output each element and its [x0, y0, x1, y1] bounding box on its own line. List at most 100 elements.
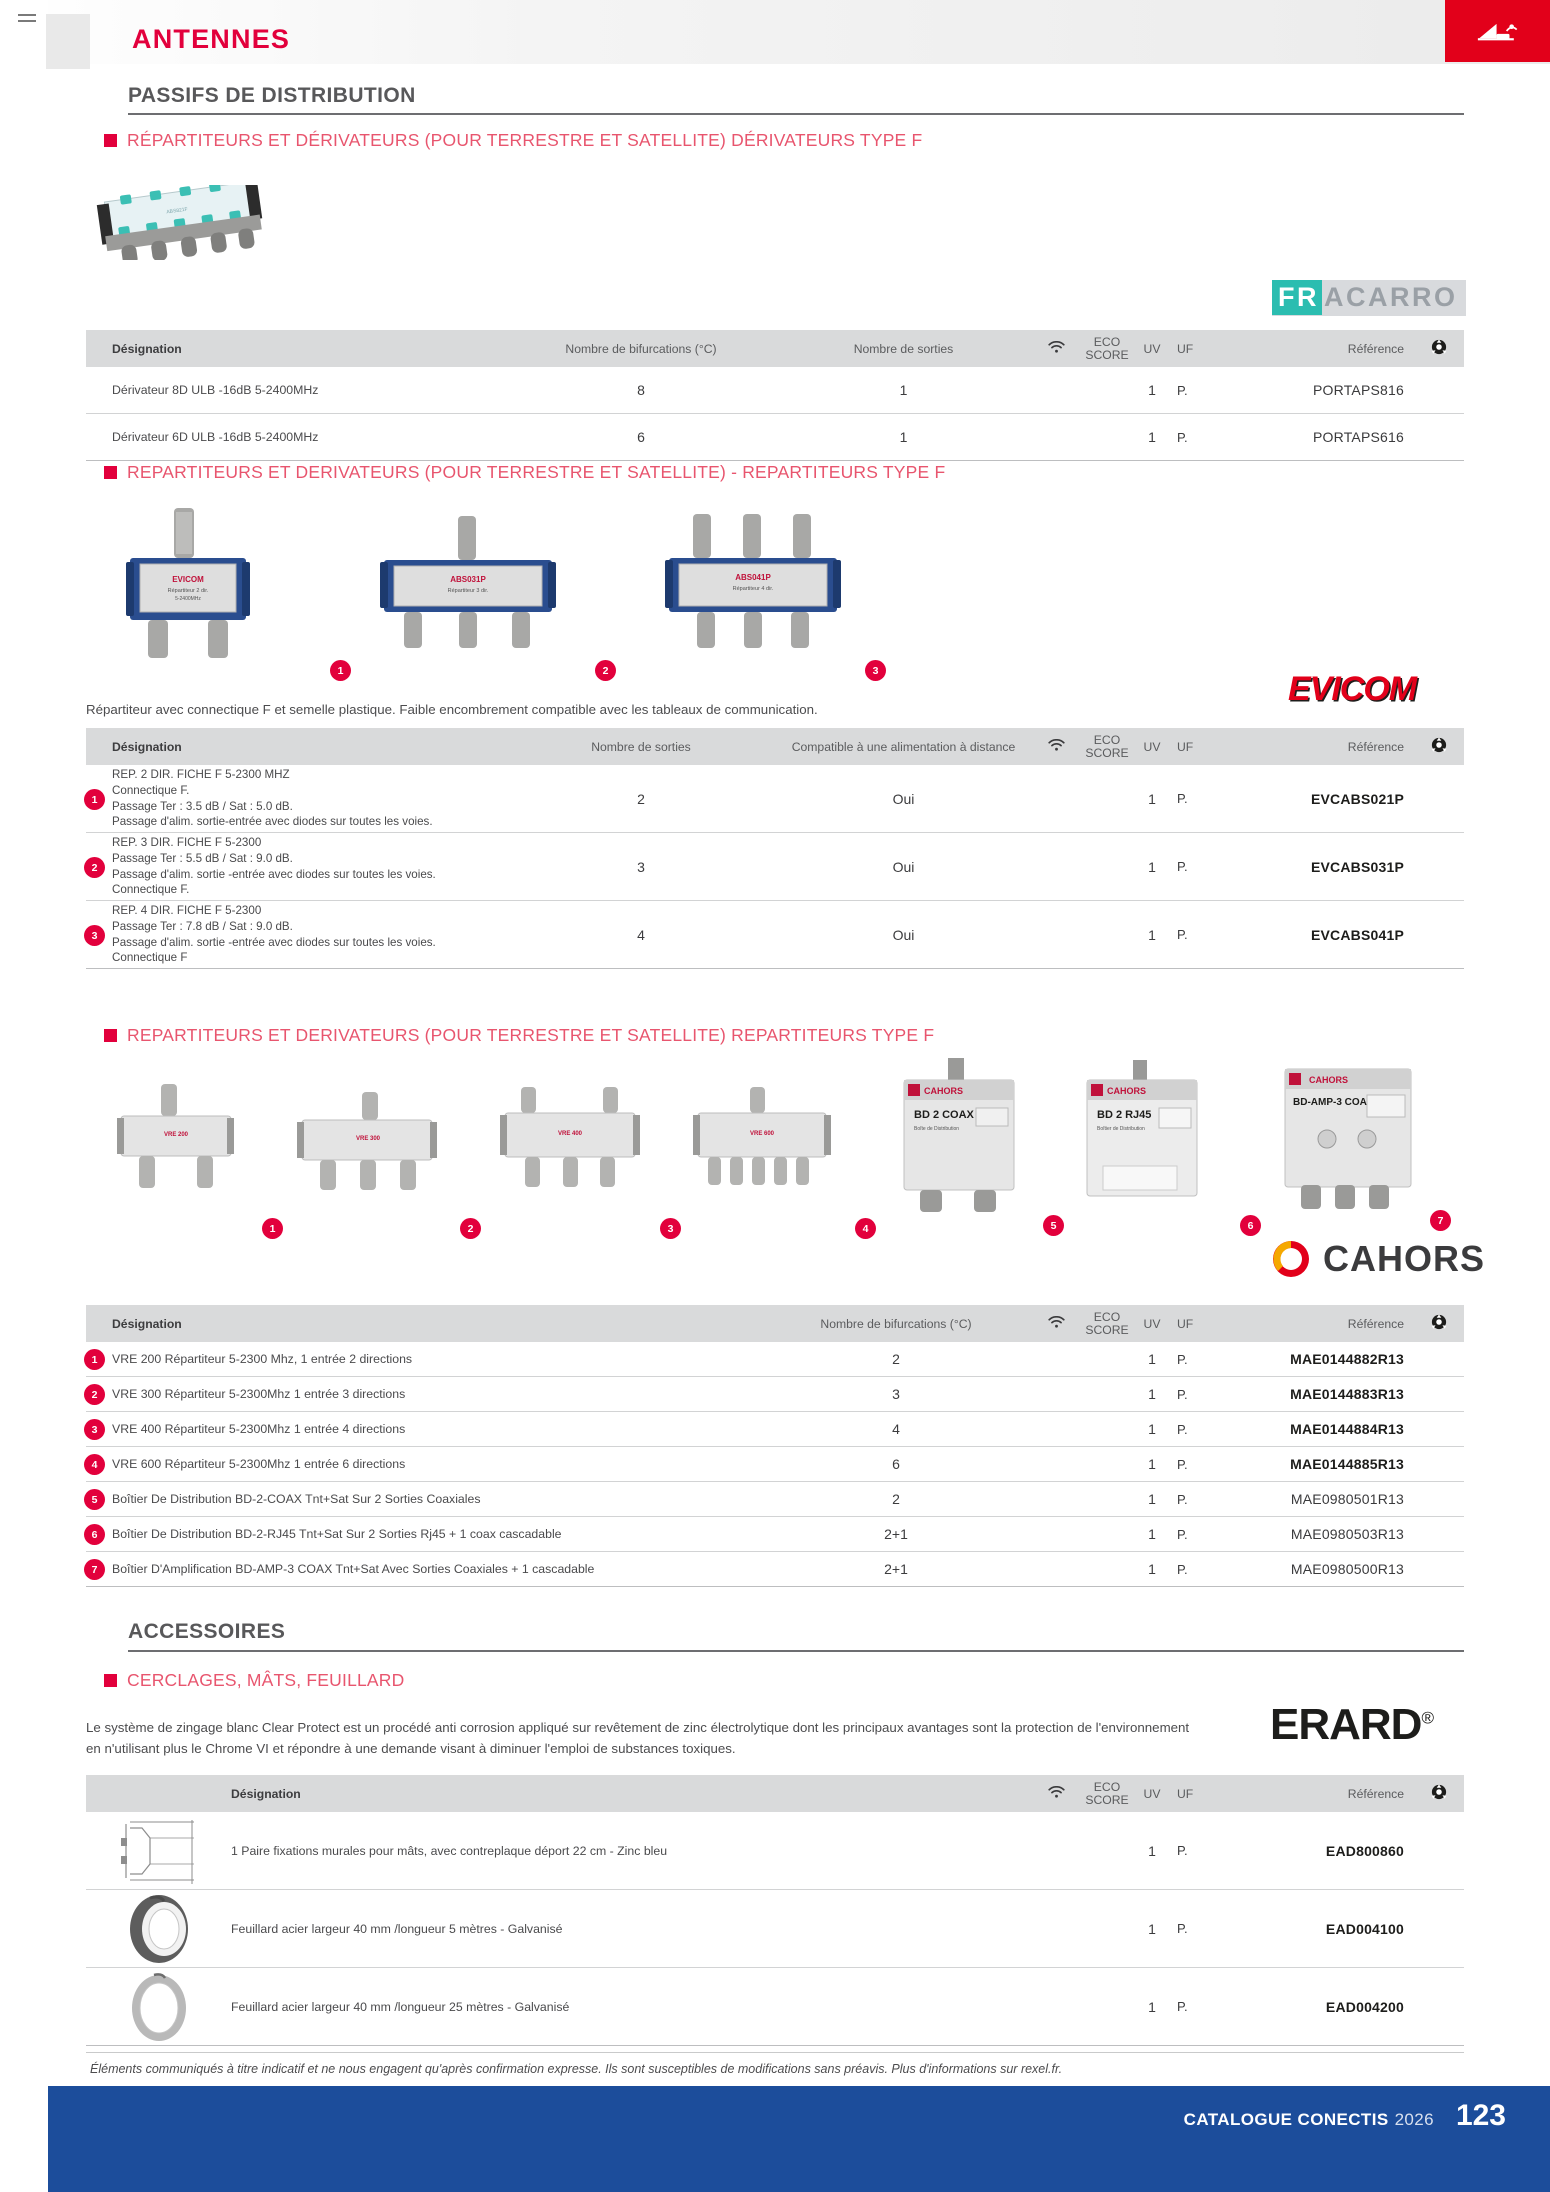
cell-reference[interactable]: MAE0980503R13 [1290, 1526, 1404, 1542]
cell-reference[interactable]: EAD004100 [1325, 1920, 1404, 1937]
menu-icon[interactable] [18, 14, 36, 28]
table-row[interactable]: Dérivateur 8D ULB -16dB 5-2400MHz 8 1 1 … [86, 367, 1464, 414]
bullet-square-icon [104, 466, 117, 479]
svg-text:BD 2 RJ45: BD 2 RJ45 [1097, 1109, 1151, 1121]
col-alim-distance: Compatible à une alimentation à distance [791, 739, 1016, 754]
accessories-intro-line2: en n'utilisant plus le Chrome VI et répo… [86, 1741, 736, 1756]
table-row[interactable]: 3 REP. 4 DIR. FICHE F 5-2300 Passage Ter… [84, 901, 1464, 969]
cell-reference[interactable]: PORTAPS616 [1313, 429, 1404, 445]
cell-reference[interactable]: MAE0144882R13 [1290, 1351, 1404, 1367]
cell-reference[interactable]: PORTAPS816 [1313, 382, 1404, 398]
col-reference: Référence [1347, 1786, 1404, 1801]
col-designation: Désignation [112, 739, 182, 754]
table-row[interactable]: 6 Boîtier De Distribution BD-2-RJ45 Tnt+… [84, 1517, 1464, 1552]
brand-logo-evicom: EVICOM [1288, 670, 1417, 708]
cell-reference[interactable]: MAE0980501R13 [1290, 1491, 1404, 1507]
cell-alim: Oui [892, 790, 915, 807]
recycling-icon [1431, 737, 1447, 753]
cell-reference[interactable]: MAE0144885R13 [1290, 1456, 1404, 1472]
wifi-icon [1047, 738, 1065, 751]
cell-reference[interactable]: EVCABS021P [1310, 790, 1404, 807]
cell-reference[interactable]: MAE0144883R13 [1290, 1386, 1404, 1402]
image-label-2: 2 [595, 660, 616, 681]
cell-designation: REP. 3 DIR. FICHE F 5-2300 Passage Ter :… [86, 835, 506, 898]
cell-thumbnail [86, 1970, 231, 2044]
cell-designation: Dérivateur 6D ULB -16dB 5-2400MHz [112, 430, 319, 444]
table-row[interactable]: 1 VRE 200 Répartiteur 5-2300 Mhz, 1 entr… [84, 1342, 1464, 1377]
section-title: PASSIFS DE DISTRIBUTION [128, 84, 416, 107]
table-header-row: Désignation Nombre de sorties Compatible… [86, 728, 1464, 765]
cell-designation: Feuillard acier largeur 40 mm /longueur … [231, 1921, 563, 1936]
table-row[interactable]: 3 VRE 400 Répartiteur 5-2300Mhz 1 entrée… [84, 1412, 1464, 1447]
antenna-icon [1477, 23, 1517, 41]
cell-reference[interactable]: EVCABS041P [1310, 926, 1404, 943]
table-row[interactable]: Feuillard acier largeur 40 mm /longueur … [86, 1968, 1464, 2046]
table-row[interactable]: 5 Boîtier De Distribution BD-2-COAX Tnt+… [84, 1482, 1464, 1517]
col-designation: Désignation [231, 1786, 301, 1801]
table-row[interactable]: 7 Boîtier D'Amplification BD-AMP-3 COAX … [84, 1552, 1464, 1587]
cell-uv: 1 [1148, 1456, 1156, 1472]
svg-text:VRE 400: VRE 400 [558, 1131, 583, 1137]
cell-bifurcations: 2+1 [884, 1561, 908, 1577]
col-uf: UF [1177, 341, 1194, 356]
footer-left-margin [0, 2086, 48, 2192]
table-row[interactable]: Feuillard acier largeur 40 mm /longueur … [86, 1890, 1464, 1968]
cell-bifurcations: 2 [892, 1351, 900, 1367]
cell-uv: 1 [1148, 1491, 1156, 1507]
cell-designation: 1 Paire fixations murales pour mâts, ave… [231, 1843, 668, 1858]
catalogue-name: CATALOGUE CONECTIS [1183, 2110, 1389, 2129]
cell-uv: 1 [1148, 926, 1156, 943]
cell-reference[interactable]: EAD800860 [1325, 1842, 1404, 1859]
svg-text:5-2400MHz: 5-2400MHz [175, 596, 201, 602]
table-row[interactable]: 1 Paire fixations murales pour mâts, ave… [86, 1812, 1464, 1890]
cell-uv: 1 [1148, 1998, 1156, 2015]
col-reference: Référence [1347, 341, 1404, 356]
desig-line: Passage Ter : 3.5 dB / Sat : 5.0 dB. [112, 799, 293, 813]
cell-reference[interactable]: MAE0980500R13 [1290, 1561, 1404, 1577]
table-row[interactable]: 2 REP. 3 DIR. FICHE F 5-2300 Passage Ter… [84, 833, 1464, 901]
cell-reference[interactable]: MAE0144884R13 [1290, 1421, 1404, 1437]
row-bullet: 6 [84, 1524, 105, 1545]
cell-designation: Boîtier De Distribution BD-2-RJ45 Tnt+Sa… [112, 1527, 562, 1541]
table-row[interactable]: 2 VRE 300 Répartiteur 5-2300Mhz 1 entrée… [84, 1377, 1464, 1412]
table-row[interactable]: 1 REP. 2 DIR. FICHE F 5-2300 MHZ Connect… [84, 765, 1464, 833]
desig-line: Connectique F. [112, 883, 190, 897]
svg-text:Répartiteur 3 dir.: Répartiteur 3 dir. [448, 588, 489, 594]
cell-thumbnail [86, 1816, 231, 1886]
cell-uf: P. [1177, 1456, 1188, 1472]
table-row[interactable]: 4 VRE 600 Répartiteur 5-2300Mhz 1 entrée… [84, 1447, 1464, 1482]
cell-designation: VRE 400 Répartiteur 5-2300Mhz 1 entrée 4… [112, 1422, 406, 1436]
svg-text:EVICOM: EVICOM [172, 575, 204, 584]
product-image-cahors-1: VRE 200 [95, 1080, 255, 1205]
cell-designation: VRE 200 Répartiteur 5-2300 Mhz, 1 entrée… [112, 1352, 413, 1366]
cell-uv: 1 [1148, 1351, 1156, 1367]
cell-reference[interactable]: EVCABS031P [1310, 858, 1404, 875]
cell-uf: P. [1177, 429, 1188, 445]
image-label-5: 5 [1043, 1215, 1064, 1236]
table-fracarro: Désignation Nombre de bifurcations (°C) … [86, 330, 1464, 461]
col-bifurcations: Nombre de bifurcations (°C) [565, 341, 717, 356]
cell-designation: Dérivateur 8D ULB -16dB 5-2400MHz [112, 383, 319, 397]
left-rail [0, 0, 48, 2192]
cell-designation: Boîtier De Distribution BD-2-COAX Tnt+Sa… [112, 1492, 481, 1506]
fracarro-wordmark: ACARRO [1324, 282, 1458, 312]
svg-text:ABS031P: ABS031P [450, 575, 486, 584]
desig-line: Passage Ter : 7.8 dB / Sat : 9.0 dB. [112, 919, 293, 933]
svg-text:BD-AMP-3 COAX: BD-AMP-3 COAX [1293, 1097, 1374, 1108]
col-wifi [1031, 340, 1081, 357]
cell-uf: P. [1177, 1921, 1188, 1936]
cell-reference[interactable]: EAD004200 [1325, 1998, 1404, 2015]
cell-uf: P. [1177, 927, 1188, 942]
row-bullet: 2 [84, 857, 105, 878]
footer-bar [0, 2086, 1550, 2192]
wifi-icon [1047, 1315, 1065, 1328]
desig-line: Connectique F [112, 951, 188, 965]
antenna-icon-tab[interactable] [1445, 0, 1550, 62]
svg-text:Boîtier de Distribution: Boîtier de Distribution [1097, 1126, 1145, 1132]
col-uf: UF [1177, 739, 1194, 754]
table-row[interactable]: Dérivateur 6D ULB -16dB 5-2400MHz 6 1 1 … [86, 414, 1464, 461]
